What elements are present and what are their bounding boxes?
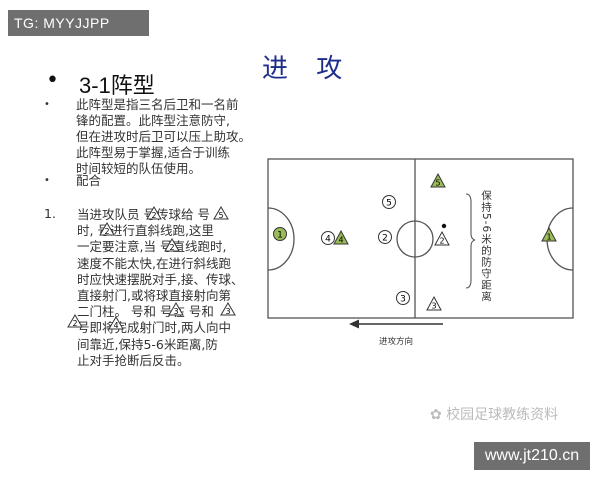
player-label: 1 [277,231,283,241]
player-label: 4 [325,235,331,245]
text-line: 时间较短的队伍使用。 [76,161,202,176]
watermark-badge-top: TG: MYYJJPP [8,10,149,36]
player-label: 3 [400,295,406,305]
bullet: • [44,99,50,110]
opponent-label: 5 [435,179,440,188]
triangle-marker-icon: 2 [164,238,180,252]
marker-label: 3 [173,307,178,316]
text-line: 直接射门,或将球直接射向第 [77,287,231,303]
marker-label: 2 [169,243,174,252]
center-circle [396,220,434,258]
text-line: 止对手抢断后反击。 [77,352,190,368]
opponent-5: 5 [430,172,446,188]
bullet: • [44,175,50,186]
player-5: 5 [382,195,396,209]
side-annotation: 保持5-6米的防守距离 [480,189,492,302]
text-line: 当进攻队员 号传球给 号 [77,207,210,222]
cooperation-text: 配合 [76,173,102,188]
opponent-goalkeeper: 1 [541,226,557,242]
triangle-marker-icon: 3 [168,302,184,316]
text-line: 一定要注意,当 号直线跑时, [77,239,227,255]
text-line: 锋的配置。此阵型注意防守, [76,113,230,128]
marker-label: 5 [218,211,223,220]
opponent-3: 3 [426,295,442,311]
opponent-label: 2 [439,237,444,246]
player-4: 4 [321,231,335,245]
triangle-marker-icon: 5 [213,206,229,220]
description-text: 此阵型是指三名后卫和一名前 锋的配置。此阵型注意防守, 但在进攻时后卫可以压上助… [76,97,306,177]
text-line: 速度不能太快,在进行斜线跑 [77,255,231,271]
field-boundary [267,158,574,319]
watermark-wechat: ✿ 校园足球教练资料 [430,404,558,424]
opponent-label: 4 [338,236,343,245]
bullet: • [46,68,59,93]
opponent-label: 3 [431,302,436,311]
arrow-head-icon [349,319,359,329]
player-label: 5 [386,199,392,209]
list-number: 1. [44,206,56,221]
marker-label: 2 [104,227,109,236]
triangle-marker-icon: 2 [67,314,83,328]
player-2: 2 [378,230,392,244]
marker-label: 2 [72,319,77,328]
text-line: 此阵型是指三名后卫和一名前 [76,97,239,112]
text-line: 时应快速摆脱对手,接、传球、 [77,271,244,287]
ball-icon [441,223,447,229]
opponent-label: 1 [546,233,551,242]
wechat-icon: ✿ [430,407,442,423]
distance-brace [465,193,476,289]
triangle-marker-icon: 3 [220,302,236,316]
triangle-marker-icon: 4 [108,316,124,330]
triangle-marker-icon: 2 [146,206,162,220]
text-line: 间靠近,保持5-6米距离,防 [77,336,218,352]
arrow-label: 进攻方向 [379,336,413,347]
player-label: 2 [382,234,388,244]
heading-text: 3-1阵型 [79,73,155,98]
marker-label: 2 [151,211,156,220]
text-line: 但在进攻时后卫可以压上助攻。 [76,129,252,144]
watermark-site: www.jt210.cn [474,442,590,470]
marker-label: 4 [113,321,118,330]
left-goal-area [267,207,295,271]
text-line: 此阵型易于掌握,适合于训练 [76,145,230,160]
opponent-4: 4 [333,229,349,245]
player-goalkeeper: 1 [273,227,287,241]
watermark-text: 校园足球教练资料 [446,407,559,423]
marker-label: 3 [225,307,230,316]
player-3: 3 [396,291,410,305]
triangle-marker-icon: 2 [99,222,115,236]
text-line: 二门柱。 号和 号在 号和 [77,304,214,320]
page-title: 进 攻 [262,54,353,84]
list-item-text: 当进攻队员 号传球给 号 时, 号进行直斜线跑,这里 一定要注意,当 号直线跑时… [77,207,243,369]
opponent-2: 2 [434,230,450,246]
field-diagram: 1 4 4 2 5 5 2 3 3 1 保持5-6米的防守距离 进攻方向 [267,158,574,347]
text-line: 号即将完成射门时,两人向中 [77,320,231,336]
